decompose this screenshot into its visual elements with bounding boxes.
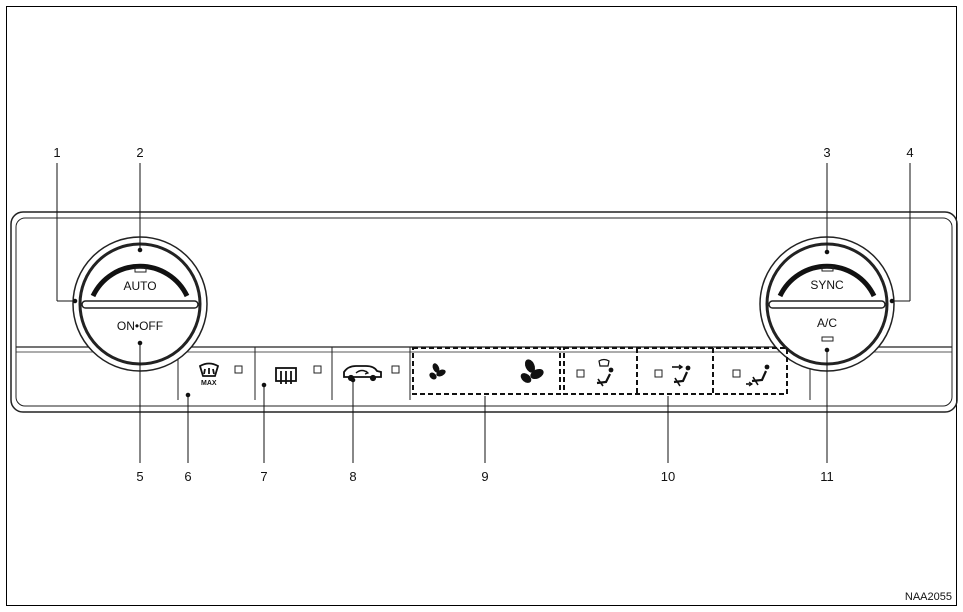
on-off-button-label: ON•OFF	[117, 319, 163, 333]
fan-low-icon	[429, 363, 446, 380]
auto-button-label: AUTO	[123, 279, 156, 293]
callout-10: 10	[661, 469, 675, 484]
indicator-light	[313, 365, 322, 374]
defrost-foot-mode-button[interactable]	[576, 358, 614, 387]
ac-button-label: A/C	[817, 316, 837, 330]
callout-1: 1	[53, 145, 60, 160]
sync-button-label: SYNC	[810, 278, 844, 292]
foot-mode-icon	[746, 364, 770, 387]
foot-mode-button[interactable]	[732, 364, 770, 387]
callout-2: 2	[136, 145, 143, 160]
fan-high-icon	[520, 359, 544, 383]
fan-speed-control[interactable]	[412, 347, 561, 395]
airflow-mode-group	[563, 347, 788, 395]
indicator-light	[234, 365, 243, 374]
callout-8: 8	[349, 469, 356, 484]
callout-6: 6	[184, 469, 191, 484]
callout-5: 5	[136, 469, 143, 484]
face-mode-icon	[672, 364, 691, 387]
callout-4: 4	[906, 145, 913, 160]
face-mode-button[interactable]	[654, 364, 691, 387]
figure-code: NAA2055	[905, 591, 952, 603]
callout-9: 9	[481, 469, 488, 484]
rear-defrost-button[interactable]	[275, 365, 322, 384]
callout-7: 7	[260, 469, 267, 484]
right-knob[interactable]: SYNC A/C	[759, 236, 895, 372]
air-recirculation-icon	[343, 365, 382, 382]
rear-defroster-icon	[275, 367, 297, 384]
defrost-foot-mode-icon	[596, 358, 614, 387]
left-knob[interactable]: AUTO ON•OFF	[72, 236, 208, 372]
air-recirculation-button[interactable]	[343, 365, 400, 382]
callout-labels: 1 2 3 4 5 6 7 8 9 10 11	[53, 145, 913, 484]
max-label: MAX	[201, 380, 217, 387]
leader-lines	[56, 163, 911, 463]
button-dividers	[177, 347, 811, 400]
front-defroster-icon	[198, 362, 220, 377]
indicator-light	[391, 365, 400, 374]
callout-3: 3	[823, 145, 830, 160]
front-defrost-max-button[interactable]: MAX	[198, 362, 243, 388]
callout-11: 11	[820, 469, 834, 484]
